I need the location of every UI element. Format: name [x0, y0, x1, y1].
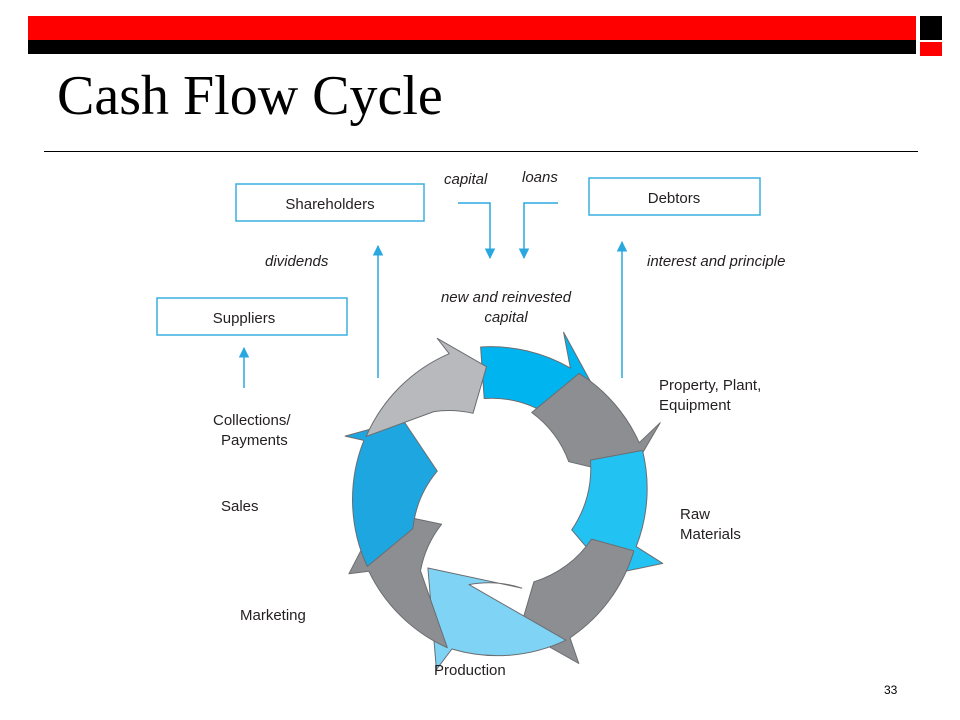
sales-label: Sales	[221, 498, 259, 515]
dividends-label: dividends	[265, 253, 329, 270]
shareholders-box: Shareholders	[235, 183, 425, 222]
suppliers-label: Suppliers	[213, 310, 276, 327]
suppliers-box: Suppliers	[156, 297, 348, 336]
debtors-label: Debtors	[648, 190, 701, 207]
raw-materials-label-2: Materials	[680, 526, 741, 543]
header-bar-red	[28, 16, 916, 40]
marketing-label: Marketing	[240, 607, 306, 624]
cycle-arrow-ppe	[531, 372, 661, 477]
slide-title: Cash Flow Cycle	[57, 65, 443, 127]
slide-number: 33	[884, 683, 898, 697]
header-bar-black	[28, 40, 916, 54]
loans-arrow	[518, 202, 558, 260]
collections-label-2: Payments	[221, 432, 288, 449]
interest-label: interest and principle	[647, 253, 785, 270]
cycle-arrow-payments	[365, 337, 487, 437]
title-divider	[44, 151, 918, 152]
cash-cycle-ring	[344, 331, 664, 671]
ppe-label-1: Property, Plant,	[659, 377, 761, 394]
cycle-arrow-collections	[344, 419, 438, 567]
production-label: Production	[434, 662, 506, 679]
capital-label: capital	[444, 171, 488, 188]
raw-materials-label-1: Raw	[680, 506, 710, 523]
collections-label-1: Collections/	[213, 412, 291, 429]
capital-arrow	[458, 202, 496, 260]
loans-label: loans	[522, 169, 558, 186]
shareholders-label: Shareholders	[285, 196, 374, 213]
header-corner-red	[920, 42, 942, 56]
debtors-box: Debtors	[588, 177, 761, 216]
new-capital-label-1: new and reinvested	[441, 289, 572, 306]
ppe-label-2: Equipment	[659, 397, 732, 414]
new-capital-label-2: capital	[484, 309, 528, 326]
header-corner-black	[920, 16, 942, 40]
cycle-arrow-marketing	[427, 567, 567, 671]
